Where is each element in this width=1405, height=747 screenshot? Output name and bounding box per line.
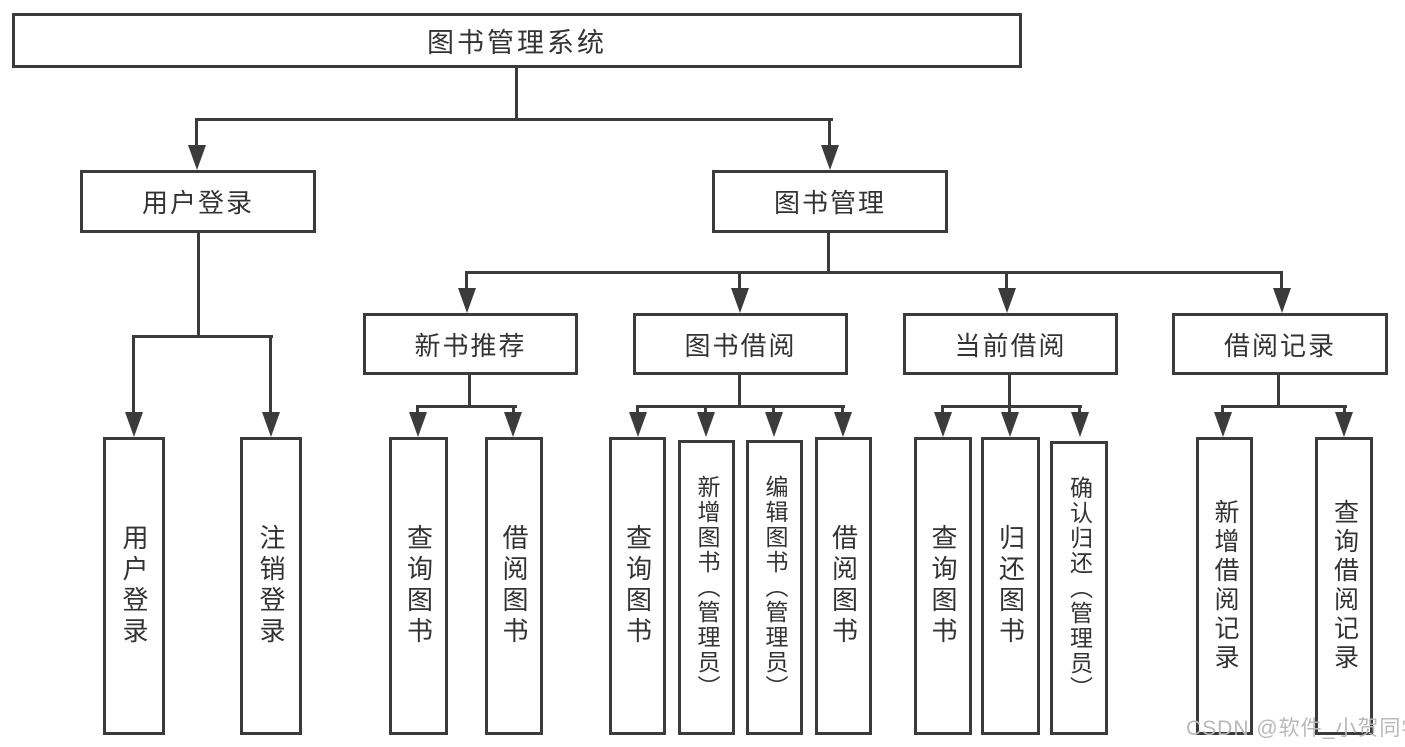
node-book-mgmt: 图书管理 xyxy=(712,170,948,233)
leaf-user-login: 用户登录 xyxy=(103,437,165,735)
leaf-return-book: 归还图书 xyxy=(981,437,1040,735)
connector-rail xyxy=(416,405,517,408)
arrow-down-icon xyxy=(1071,412,1089,437)
node-user-login-label: 用户登录 xyxy=(141,188,254,218)
leaf-add-book-admin: 新增图书（管理员） xyxy=(678,440,735,735)
arrow-down-icon xyxy=(697,412,715,437)
arrow-down-icon xyxy=(1335,412,1353,437)
connector-stem xyxy=(468,375,471,408)
node-user-login: 用户登录 xyxy=(80,170,316,233)
node-book-borrow: 图书借阅 xyxy=(633,313,848,375)
connector-level2-rail xyxy=(465,271,1283,274)
connector-stem xyxy=(738,375,741,408)
node-root: 图书管理系统 xyxy=(12,13,1022,68)
leaf-confirm-return-admin-label: 确认归还（管理员） xyxy=(1066,475,1093,701)
connector-stem xyxy=(1277,375,1280,408)
leaf-query-book-2-label: 查询图书 xyxy=(622,524,653,648)
leaf-confirm-return-admin: 确认归还（管理员） xyxy=(1050,441,1108,735)
leaf-query-book-1-label: 查询图书 xyxy=(403,524,434,648)
connector-stem xyxy=(1008,375,1011,408)
connector-drop xyxy=(738,271,741,291)
connector-drop xyxy=(1343,405,1346,417)
arrow-down-icon xyxy=(629,412,647,437)
connector-drop xyxy=(941,405,944,417)
leaf-borrow-book-2: 借阅图书 xyxy=(815,437,872,735)
connector-root-stem xyxy=(515,67,518,118)
arrow-down-icon xyxy=(409,412,427,437)
connector-drop xyxy=(841,405,844,417)
arrow-down-icon xyxy=(834,412,852,437)
connector-drop xyxy=(416,405,419,417)
connector-drop xyxy=(1078,405,1081,417)
leaf-query-book-3: 查询图书 xyxy=(914,437,972,735)
connector-rail xyxy=(941,405,1082,408)
connector-rail xyxy=(636,405,845,408)
connector-drop xyxy=(1008,405,1011,417)
connector-drop xyxy=(512,405,515,417)
arrow-down-icon xyxy=(125,412,143,437)
arrow-down-icon xyxy=(262,412,280,437)
leaf-query-book-3-label: 查询图书 xyxy=(928,524,958,648)
connector-drop xyxy=(465,271,468,291)
node-current-borrow-label: 当前借阅 xyxy=(954,330,1067,361)
connector-book-stem xyxy=(827,233,830,274)
node-new-book-recommend: 新书推荐 xyxy=(363,313,578,375)
connector-drop xyxy=(1005,271,1008,291)
arrow-down-icon xyxy=(188,145,206,170)
leaf-add-book-admin-label: 新增图书（管理员） xyxy=(694,475,720,700)
leaf-query-borrow-record-label: 查询借阅记录 xyxy=(1330,499,1359,673)
connector-drop-user-login xyxy=(195,118,198,150)
connector-drop xyxy=(269,335,272,415)
leaf-user-login-label: 用户登录 xyxy=(119,524,149,648)
node-book-borrow-label: 图书借阅 xyxy=(684,330,797,361)
leaf-query-book-1: 查询图书 xyxy=(389,437,448,735)
leaf-logout-label: 注销登录 xyxy=(256,524,286,648)
arrow-down-icon xyxy=(1214,412,1232,437)
connector-level1-rail xyxy=(195,118,833,121)
connector-drop xyxy=(636,405,639,417)
connector-drop-book-mgmt xyxy=(828,118,831,150)
arrow-down-icon xyxy=(934,412,952,437)
connector-rail xyxy=(1221,405,1347,408)
leaf-add-borrow-record: 新增借阅记录 xyxy=(1196,437,1253,735)
connector-drop xyxy=(1280,271,1283,291)
node-root-label: 图书管理系统 xyxy=(427,28,607,58)
leaf-borrow-book-1: 借阅图书 xyxy=(485,437,543,735)
arrow-down-icon xyxy=(821,145,839,170)
leaf-borrow-book-1-label: 借阅图书 xyxy=(499,524,529,648)
connector-drop xyxy=(772,405,775,417)
node-borrow-record: 借阅记录 xyxy=(1172,313,1388,375)
arrow-down-icon xyxy=(998,288,1016,313)
leaf-edit-book-admin: 编辑图书（管理员） xyxy=(746,440,803,735)
leaf-borrow-book-2-label: 借阅图书 xyxy=(828,524,859,648)
arrow-down-icon xyxy=(458,288,476,313)
arrow-down-icon xyxy=(1001,412,1019,437)
leaf-query-book-2: 查询图书 xyxy=(609,437,666,735)
leaf-add-borrow-record-label: 新增借阅记录 xyxy=(1211,499,1239,673)
arrow-down-icon xyxy=(731,288,749,313)
node-new-book-recommend-label: 新书推荐 xyxy=(414,330,527,361)
node-current-borrow: 当前借阅 xyxy=(903,313,1118,375)
arrow-down-icon xyxy=(504,412,522,437)
connector-user-rail xyxy=(132,335,273,338)
arrow-down-icon xyxy=(765,412,783,437)
connector-drop xyxy=(1221,405,1224,417)
connector-user-stem xyxy=(197,233,200,335)
leaf-edit-book-admin-label: 编辑图书（管理员） xyxy=(762,475,788,700)
node-borrow-record-label: 借阅记录 xyxy=(1223,330,1336,361)
leaf-return-book-label: 归还图书 xyxy=(995,524,1026,648)
leaf-query-borrow-record: 查询借阅记录 xyxy=(1315,437,1373,735)
arrow-down-icon xyxy=(1273,288,1291,313)
node-book-mgmt-label: 图书管理 xyxy=(773,188,886,218)
leaf-logout: 注销登录 xyxy=(240,437,302,735)
connector-drop xyxy=(132,335,135,415)
csdn-watermark: CSDN @软件_小贺同学 xyxy=(1186,717,1405,740)
connector-drop xyxy=(704,405,707,417)
